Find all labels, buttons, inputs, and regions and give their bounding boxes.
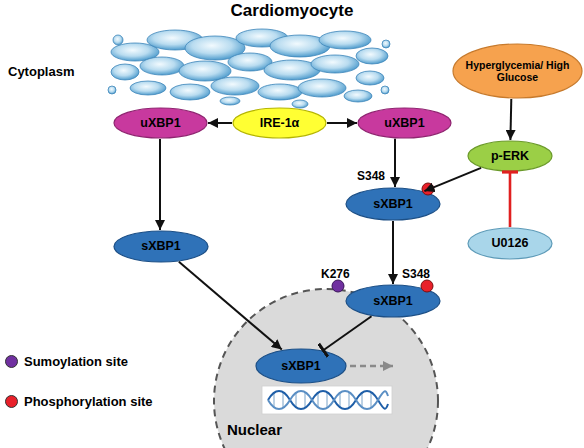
node-shape	[114, 108, 207, 138]
inhibitor-ellipse: U0126	[467, 227, 553, 260]
er-vesicle	[382, 40, 390, 48]
node-label: uXBP1	[134, 116, 186, 130]
node-shape	[453, 44, 582, 98]
er-illustration	[108, 29, 390, 108]
er-blob	[311, 55, 359, 73]
diagram-title: Cardiomyocyte	[0, 1, 584, 21]
er-blob	[130, 81, 166, 95]
activation-arrow	[159, 139, 161, 230]
stimulus-ellipse: Hyperglycemia/ High Glucose	[452, 43, 583, 99]
er-blob	[211, 77, 259, 95]
region-label: Cytoplasm	[8, 64, 74, 79]
node-shape	[114, 231, 208, 262]
er-blob	[356, 48, 388, 64]
node-shape	[346, 188, 440, 220]
er-blob	[319, 31, 371, 49]
node-label: p-ERK	[485, 149, 535, 163]
site-label: K276	[321, 267, 350, 281]
node-label: uXBP1	[378, 116, 430, 130]
node-shape	[468, 228, 552, 259]
node-label: sXBP1	[275, 359, 327, 373]
activation-arrow	[208, 122, 232, 124]
node-shape	[358, 108, 451, 138]
protein-ellipse: sXBP1	[345, 284, 441, 318]
site-label: S348	[402, 267, 430, 281]
activation-arrow	[394, 139, 396, 187]
er-blob	[111, 64, 139, 80]
er-blob	[298, 79, 346, 97]
activation-arrow	[509, 99, 512, 140]
activation-arrow	[424, 168, 481, 191]
legend-item: Sumoylation site	[5, 354, 128, 369]
er-blob	[292, 100, 308, 108]
node-shape	[256, 349, 346, 383]
activation-arrow	[392, 221, 394, 284]
legend-text: Sumoylation site	[24, 354, 128, 369]
node-label: U0126	[486, 236, 535, 250]
node-label: sXBP1	[135, 239, 187, 253]
protein-ellipse: sXBP1	[255, 348, 347, 384]
er-vesicle	[108, 86, 116, 94]
protein-ellipse: uXBP1	[357, 107, 452, 139]
legend-swatch	[5, 355, 18, 368]
node-shape	[214, 289, 438, 448]
node-shape	[233, 108, 326, 138]
node-label: sXBP1	[367, 197, 419, 211]
er-vesicle	[113, 35, 123, 45]
node-label: Nuclear	[221, 421, 288, 438]
node-label: IRE-1α	[254, 116, 306, 130]
er-vesicle	[381, 86, 389, 94]
protein-ellipse: sXBP1	[113, 230, 209, 263]
er-blob	[258, 84, 302, 100]
protein-ellipse: uXBP1	[113, 107, 208, 139]
kinase-ellipse: p-ERK	[467, 140, 553, 172]
er-blob	[344, 90, 372, 102]
node-label: sXBP1	[367, 294, 419, 308]
er-blob	[220, 97, 240, 105]
enzyme-ellipse: IRE-1α	[232, 107, 327, 139]
site-label: S348	[357, 169, 385, 183]
node-shape	[346, 285, 440, 317]
node-shape	[468, 141, 552, 171]
er-blob	[140, 57, 184, 75]
inhibition-connector	[509, 172, 512, 227]
legend-text: Phosphorylation site	[24, 394, 153, 409]
protein-ellipse: sXBP1	[345, 187, 441, 221]
legend-swatch	[5, 395, 18, 408]
node-label: Hyperglycemia/ High Glucose	[452, 59, 583, 83]
er-blob	[356, 71, 384, 85]
legend-item: Phosphorylation site	[5, 394, 153, 409]
er-blob	[170, 84, 210, 100]
activation-arrow	[327, 122, 357, 124]
